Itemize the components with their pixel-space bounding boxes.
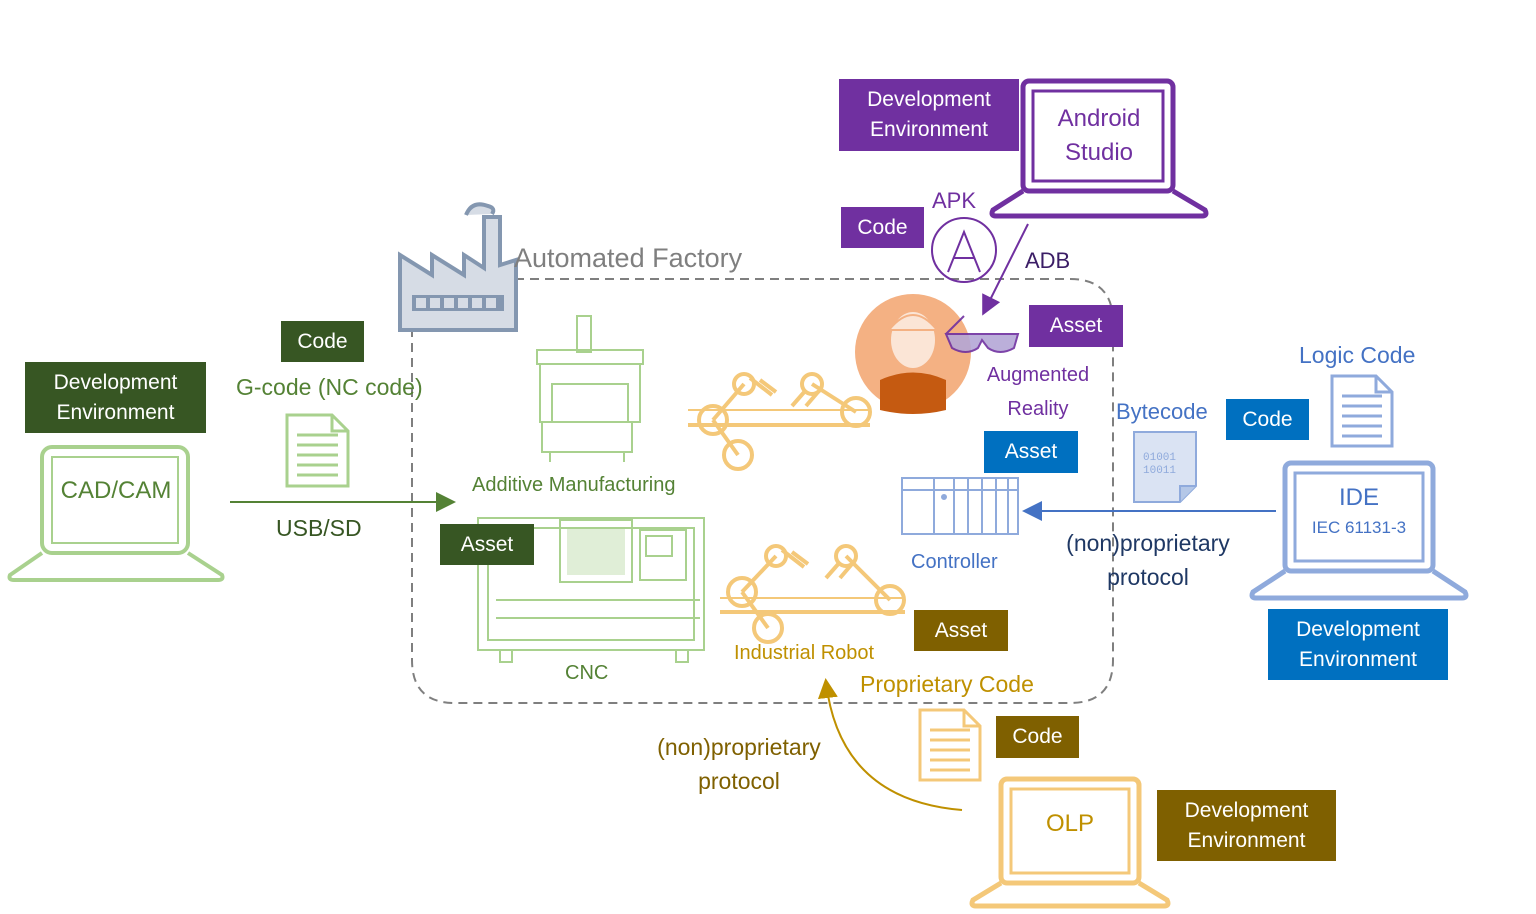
lower-robot-icon bbox=[720, 544, 906, 644]
cadcam-screen-label: CAD/CAM bbox=[60, 477, 172, 504]
controller-label: Controller bbox=[911, 551, 998, 573]
proprietary-code-label: Proprietary Code bbox=[860, 671, 1034, 697]
ide-code-badge: Code bbox=[1226, 399, 1309, 440]
gcode-label: G-code (NC code) bbox=[236, 374, 423, 400]
cadcam-laptop-icon bbox=[7, 445, 225, 582]
bytecode-label: Bytecode bbox=[1116, 399, 1208, 424]
usb-sd-label: USB/SD bbox=[276, 515, 362, 541]
additive-machine-icon bbox=[536, 315, 644, 462]
adb-arrow bbox=[982, 223, 1029, 316]
factory-icon bbox=[398, 202, 518, 332]
gcode-document-icon bbox=[285, 413, 350, 488]
factory-title: Automated Factory bbox=[514, 243, 743, 273]
android-screen-label: Android Studio bbox=[1057, 105, 1141, 166]
android-dev-env-badge: Development Environment bbox=[839, 79, 1019, 151]
adb-label: ADB bbox=[1025, 248, 1071, 273]
controller-icon bbox=[901, 477, 1019, 535]
proprietary-code-document-icon bbox=[918, 708, 982, 782]
upper-robot-icon bbox=[688, 372, 872, 471]
ar-asset-badge: Asset bbox=[1029, 305, 1123, 347]
robot-protocol-arrow bbox=[817, 678, 963, 811]
ide-screen-title: IDE bbox=[1338, 484, 1379, 511]
ide-protocol-label: (non)proprietary protocol bbox=[1066, 530, 1230, 590]
controller-asset-badge: Asset bbox=[984, 431, 1078, 473]
ar-glasses-icon bbox=[944, 315, 1020, 353]
ide-screen-subtitle: IEC 61131-3 bbox=[1311, 518, 1407, 537]
logic-code-document-icon bbox=[1330, 374, 1394, 448]
bytecode-bits: 01001 10011 bbox=[1143, 452, 1177, 477]
android-code-badge: Code bbox=[841, 207, 924, 248]
robot-label: Industrial Robot bbox=[734, 642, 875, 664]
logic-code-label: Logic Code bbox=[1299, 342, 1416, 368]
ide-laptop-icon bbox=[1249, 460, 1469, 601]
additive-label: Additive Manufacturing bbox=[472, 474, 676, 496]
olp-laptop-icon bbox=[969, 776, 1171, 909]
ide-dev-env-badge: Development Environment bbox=[1268, 609, 1448, 680]
android-laptop-icon bbox=[989, 78, 1209, 219]
olp-code-badge: Code bbox=[996, 716, 1079, 758]
olp-dev-env-badge: Development Environment bbox=[1157, 790, 1336, 861]
cadcam-dev-env-badge: Development Environment bbox=[25, 362, 206, 433]
apk-label: APK bbox=[932, 188, 977, 213]
bytecode-document-icon bbox=[1133, 431, 1197, 503]
cnc-label: CNC bbox=[565, 662, 609, 684]
robot-asset-badge: Asset bbox=[914, 610, 1008, 651]
gcode-code-badge: Code bbox=[281, 321, 364, 362]
olp-protocol-label: (non)proprietary protocol bbox=[657, 734, 821, 794]
apk-icon bbox=[931, 217, 997, 283]
factory-boundary bbox=[411, 278, 1114, 704]
ar-device-label: Augmented Reality bbox=[986, 364, 1090, 420]
olp-screen-label: OLP bbox=[1045, 810, 1095, 837]
worker-icon bbox=[855, 294, 971, 414]
cnc-asset-badge: Asset bbox=[440, 524, 534, 565]
cnc-machine-icon bbox=[477, 517, 705, 663]
